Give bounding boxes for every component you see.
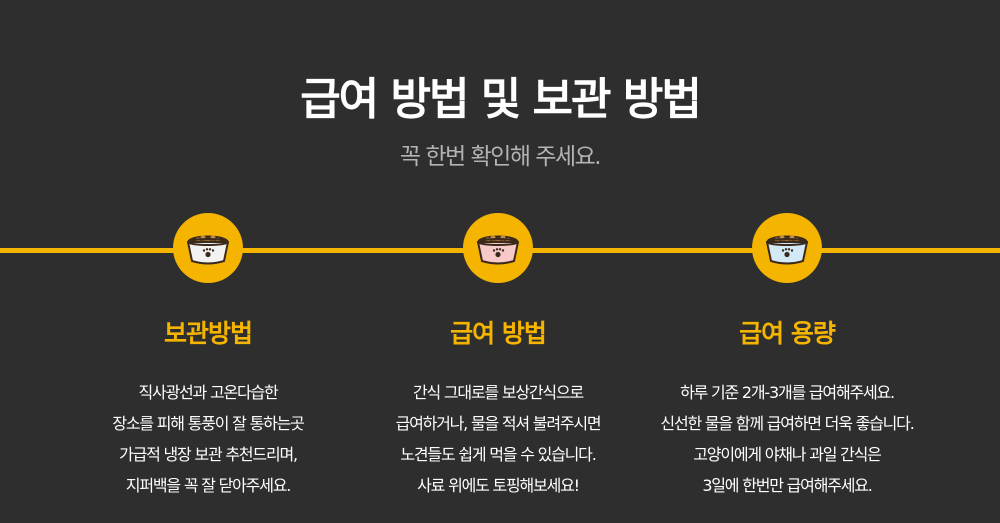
description-line: 장소를 피해 통풍이 잘 통하는곳	[112, 414, 305, 433]
pet-food-bowl-icon	[477, 235, 519, 265]
section-title: 보관방법	[163, 319, 253, 348]
description-line: 고양이에게 야채나 과일 간식은	[693, 445, 882, 464]
description-line: 3일에 한번만 급여해주세요.	[702, 476, 873, 495]
description-line: 신선한 물을 함께 급여하면 더욱 좋습니다.	[660, 414, 914, 433]
description-line: 급여하거나, 물을 적셔 불려주시면	[395, 414, 602, 433]
page-subtitle: 꼭 한번 확인해 주세요.	[399, 144, 602, 170]
description-line: 사료 위에도 토핑해보세요!	[417, 476, 580, 495]
description-line: 가급적 냉장 보관 추천드리며,	[119, 445, 298, 464]
pet-food-bowl-icon	[187, 235, 229, 265]
section-description: 간식 그대로를 보상간식으로 급여하거나, 물을 적셔 불려주시면 노견들도 쉽…	[333, 377, 663, 501]
description-line: 지퍼백을 꼭 잘 닫아주세요.	[125, 476, 291, 495]
description-line: 직사광선과 고온다습한	[138, 383, 278, 402]
section-feeding-amount: 급여 용량 하루 기준 2개-3개를 급여해주세요. 신선한 물을 함께 급여하…	[622, 213, 952, 501]
section-title: 급여 방법	[450, 319, 547, 348]
icon-badge	[173, 213, 243, 283]
section-title: 급여 용량	[739, 319, 836, 348]
description-line: 간식 그대로를 보상간식으로	[412, 383, 584, 402]
pet-food-bowl-icon	[766, 235, 808, 265]
description-line: 노견들도 쉽게 먹을 수 있습니다.	[400, 445, 596, 464]
section-storage: 보관방법 직사광선과 고온다습한 장소를 피해 통풍이 잘 통하는곳 가급적 냉…	[43, 213, 373, 501]
section-description: 하루 기준 2개-3개를 급여해주세요. 신선한 물을 함께 급여하면 더욱 좋…	[622, 377, 952, 501]
description-line: 하루 기준 2개-3개를 급여해주세요.	[680, 383, 895, 402]
section-feeding-method: 급여 방법 간식 그대로를 보상간식으로 급여하거나, 물을 적셔 불려주시면 …	[333, 213, 663, 501]
icon-badge	[752, 213, 822, 283]
page-title: 급여 방법 및 보관 방법	[300, 74, 702, 125]
section-description: 직사광선과 고온다습한 장소를 피해 통풍이 잘 통하는곳 가급적 냉장 보관 …	[43, 377, 373, 501]
icon-badge	[463, 213, 533, 283]
